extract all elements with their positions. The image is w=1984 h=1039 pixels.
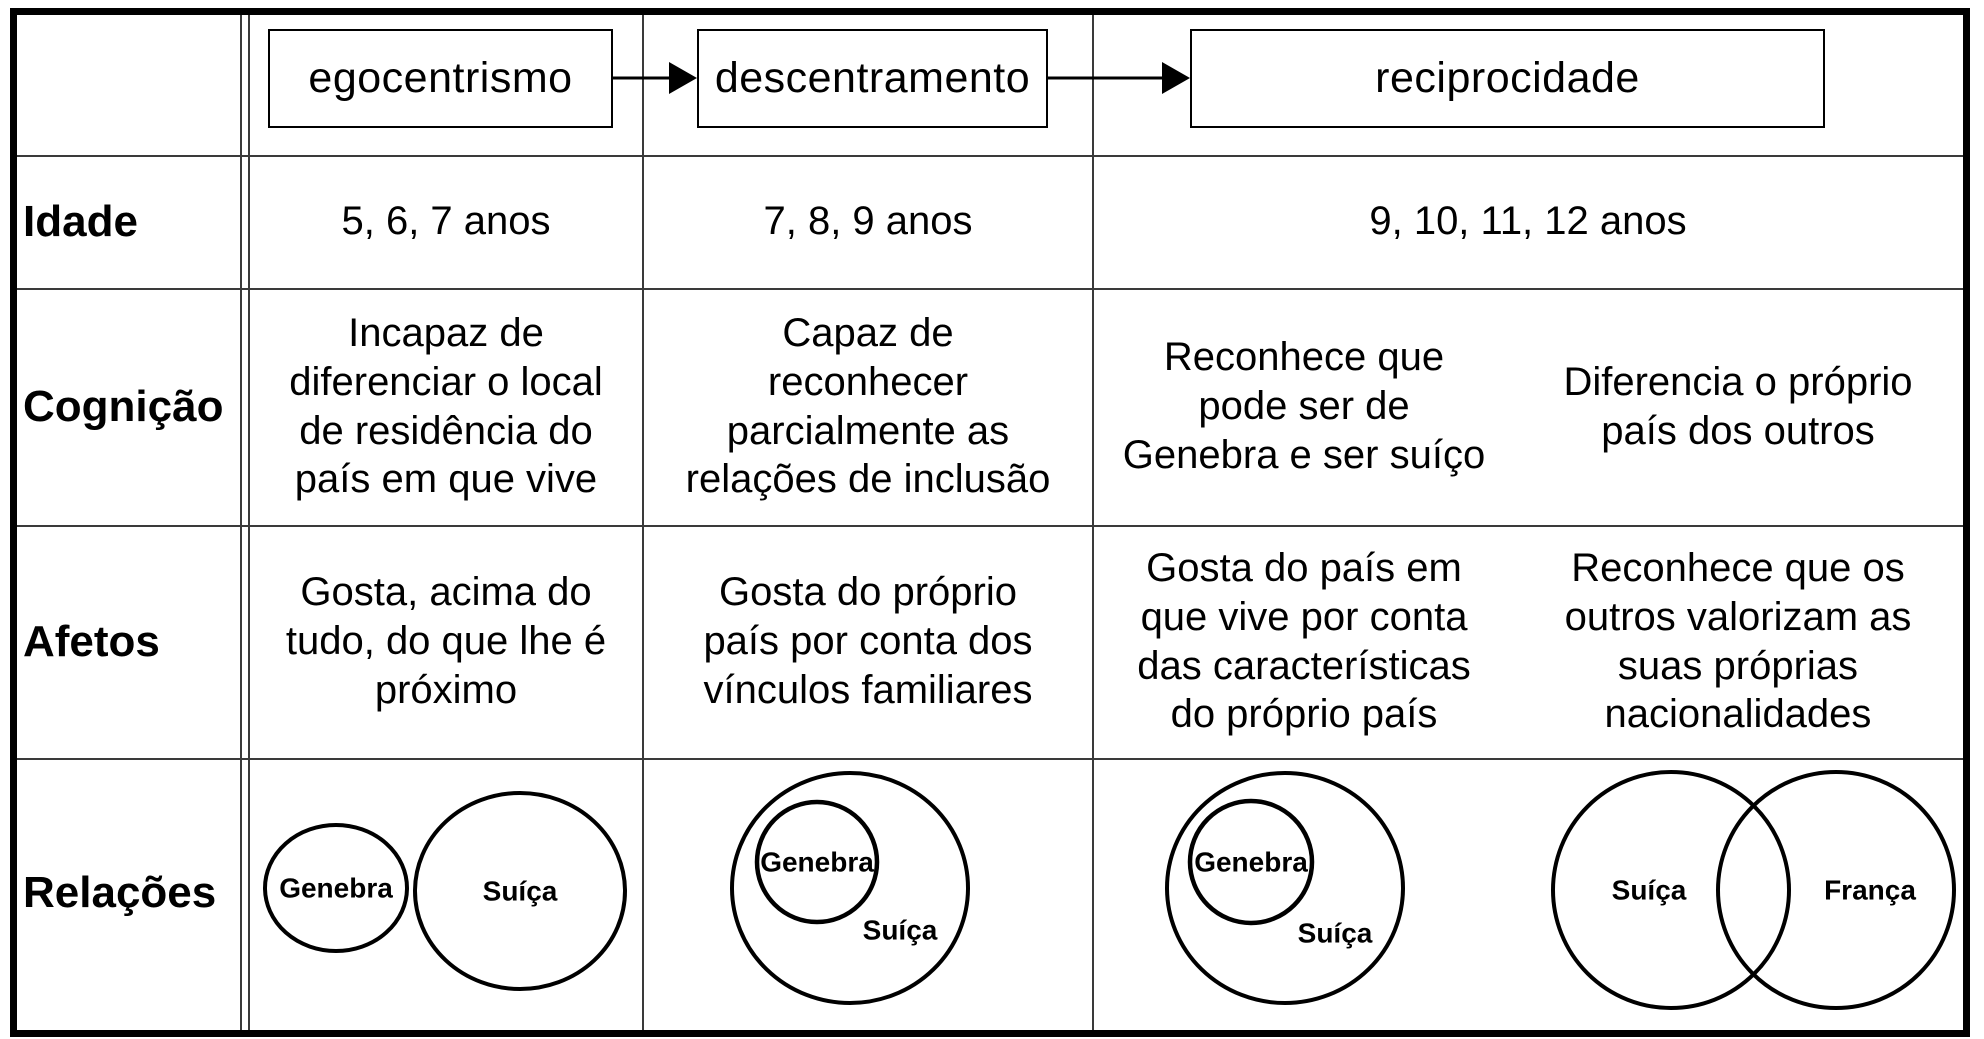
venn-reciprocidade-group: Genebra Suíça Suíça França	[1165, 770, 1956, 1010]
cell-afetos-reciprocidade-1: Gosta do país em que vive por conta das …	[1137, 545, 1471, 737]
genebra-inner-circle	[754, 799, 880, 925]
row-divider-idade-cognicao	[17, 288, 1963, 290]
table-outer-border	[10, 8, 1970, 1037]
label-column-divider-line-1	[240, 15, 242, 1030]
row-label-afetos: Afetos	[23, 616, 160, 666]
suica-outer-circle	[730, 771, 970, 1005]
row-label-relacoes: Relações	[23, 867, 217, 917]
label-column-divider-line-2	[248, 15, 250, 1030]
cell-idade-egocentrismo: 5, 6, 7 anos	[341, 199, 551, 244]
suica-circle-label: Suíça	[863, 915, 938, 946]
row-label-idade: Idade	[23, 196, 138, 246]
column-divider-descentramento-reciprocidade	[1092, 15, 1094, 1030]
column-divider-egocentrismo-descentramento	[642, 15, 644, 1030]
suica-outer-circle	[1165, 771, 1405, 1005]
franca-circle-label: França	[1824, 875, 1916, 906]
cell-cognicao-reciprocidade-1: Reconhece que pode ser de Genebra e ser …	[1122, 335, 1486, 477]
stage-label-reciprocidade: reciprocidade	[1375, 54, 1640, 102]
venn-descentramento-inclusion: Genebra Suíça	[730, 771, 970, 1005]
suica-circle-label: Suíça	[1612, 875, 1687, 906]
suica-circle-label: Suíça	[1298, 918, 1373, 949]
arrow-descentramento-to-reciprocidade	[1048, 62, 1190, 94]
row-divider-afetos-relacoes	[17, 758, 1963, 760]
suica-circle	[413, 791, 627, 991]
arrow-egocentrismo-to-descentramento	[613, 62, 697, 94]
franca-overlap-circle	[1716, 770, 1956, 1010]
cell-afetos-egocentrismo: Gosta, acima do tudo, do que lhe é próxi…	[285, 570, 607, 712]
stage-label-descentramento: descentramento	[714, 54, 1031, 102]
arrow-head-icon	[1162, 62, 1190, 94]
row-label-cognicao: Cognição	[23, 381, 224, 431]
stage-box-descentramento: descentramento	[697, 29, 1048, 128]
suica-overlap-circle	[1551, 770, 1791, 1010]
genebra-circle-label: Genebra	[1194, 847, 1308, 878]
stage-label-egocentrismo: egocentrismo	[308, 54, 573, 102]
cell-idade-descentramento: 7, 8, 9 anos	[763, 199, 973, 244]
cell-cognicao-descentramento: Capaz de reconhecer parcialmente as rela…	[685, 310, 1051, 502]
genebra-circle-label: Genebra	[279, 873, 393, 904]
arrow-head-icon	[669, 62, 697, 94]
genebra-inner-circle	[1187, 798, 1315, 926]
cell-afetos-descentramento: Gosta do próprio país por conta dos vínc…	[703, 570, 1033, 712]
cell-idade-reciprocidade: 9, 10, 11, 12 anos	[1369, 199, 1687, 244]
cell-cognicao-reciprocidade-2: Diferencia o próprio país dos outros	[1563, 359, 1913, 453]
row-divider-cognicao-afetos	[17, 525, 1963, 527]
cell-afetos-reciprocidade-2: Reconhece que os outros valorizam as sua…	[1564, 545, 1912, 737]
venn-egocentrismo-disjoint: Genebra Suíça	[263, 791, 627, 991]
suica-circle-label: Suíça	[483, 876, 558, 907]
stage-box-reciprocidade: reciprocidade	[1190, 29, 1825, 128]
stage-box-egocentrismo: egocentrismo	[268, 29, 613, 128]
row-divider-header-idade	[17, 155, 1963, 157]
cell-cognicao-egocentrismo: Incapaz de diferenciar o local de residê…	[289, 310, 603, 502]
genebra-circle	[263, 823, 409, 953]
genebra-circle-label: Genebra	[760, 847, 874, 878]
